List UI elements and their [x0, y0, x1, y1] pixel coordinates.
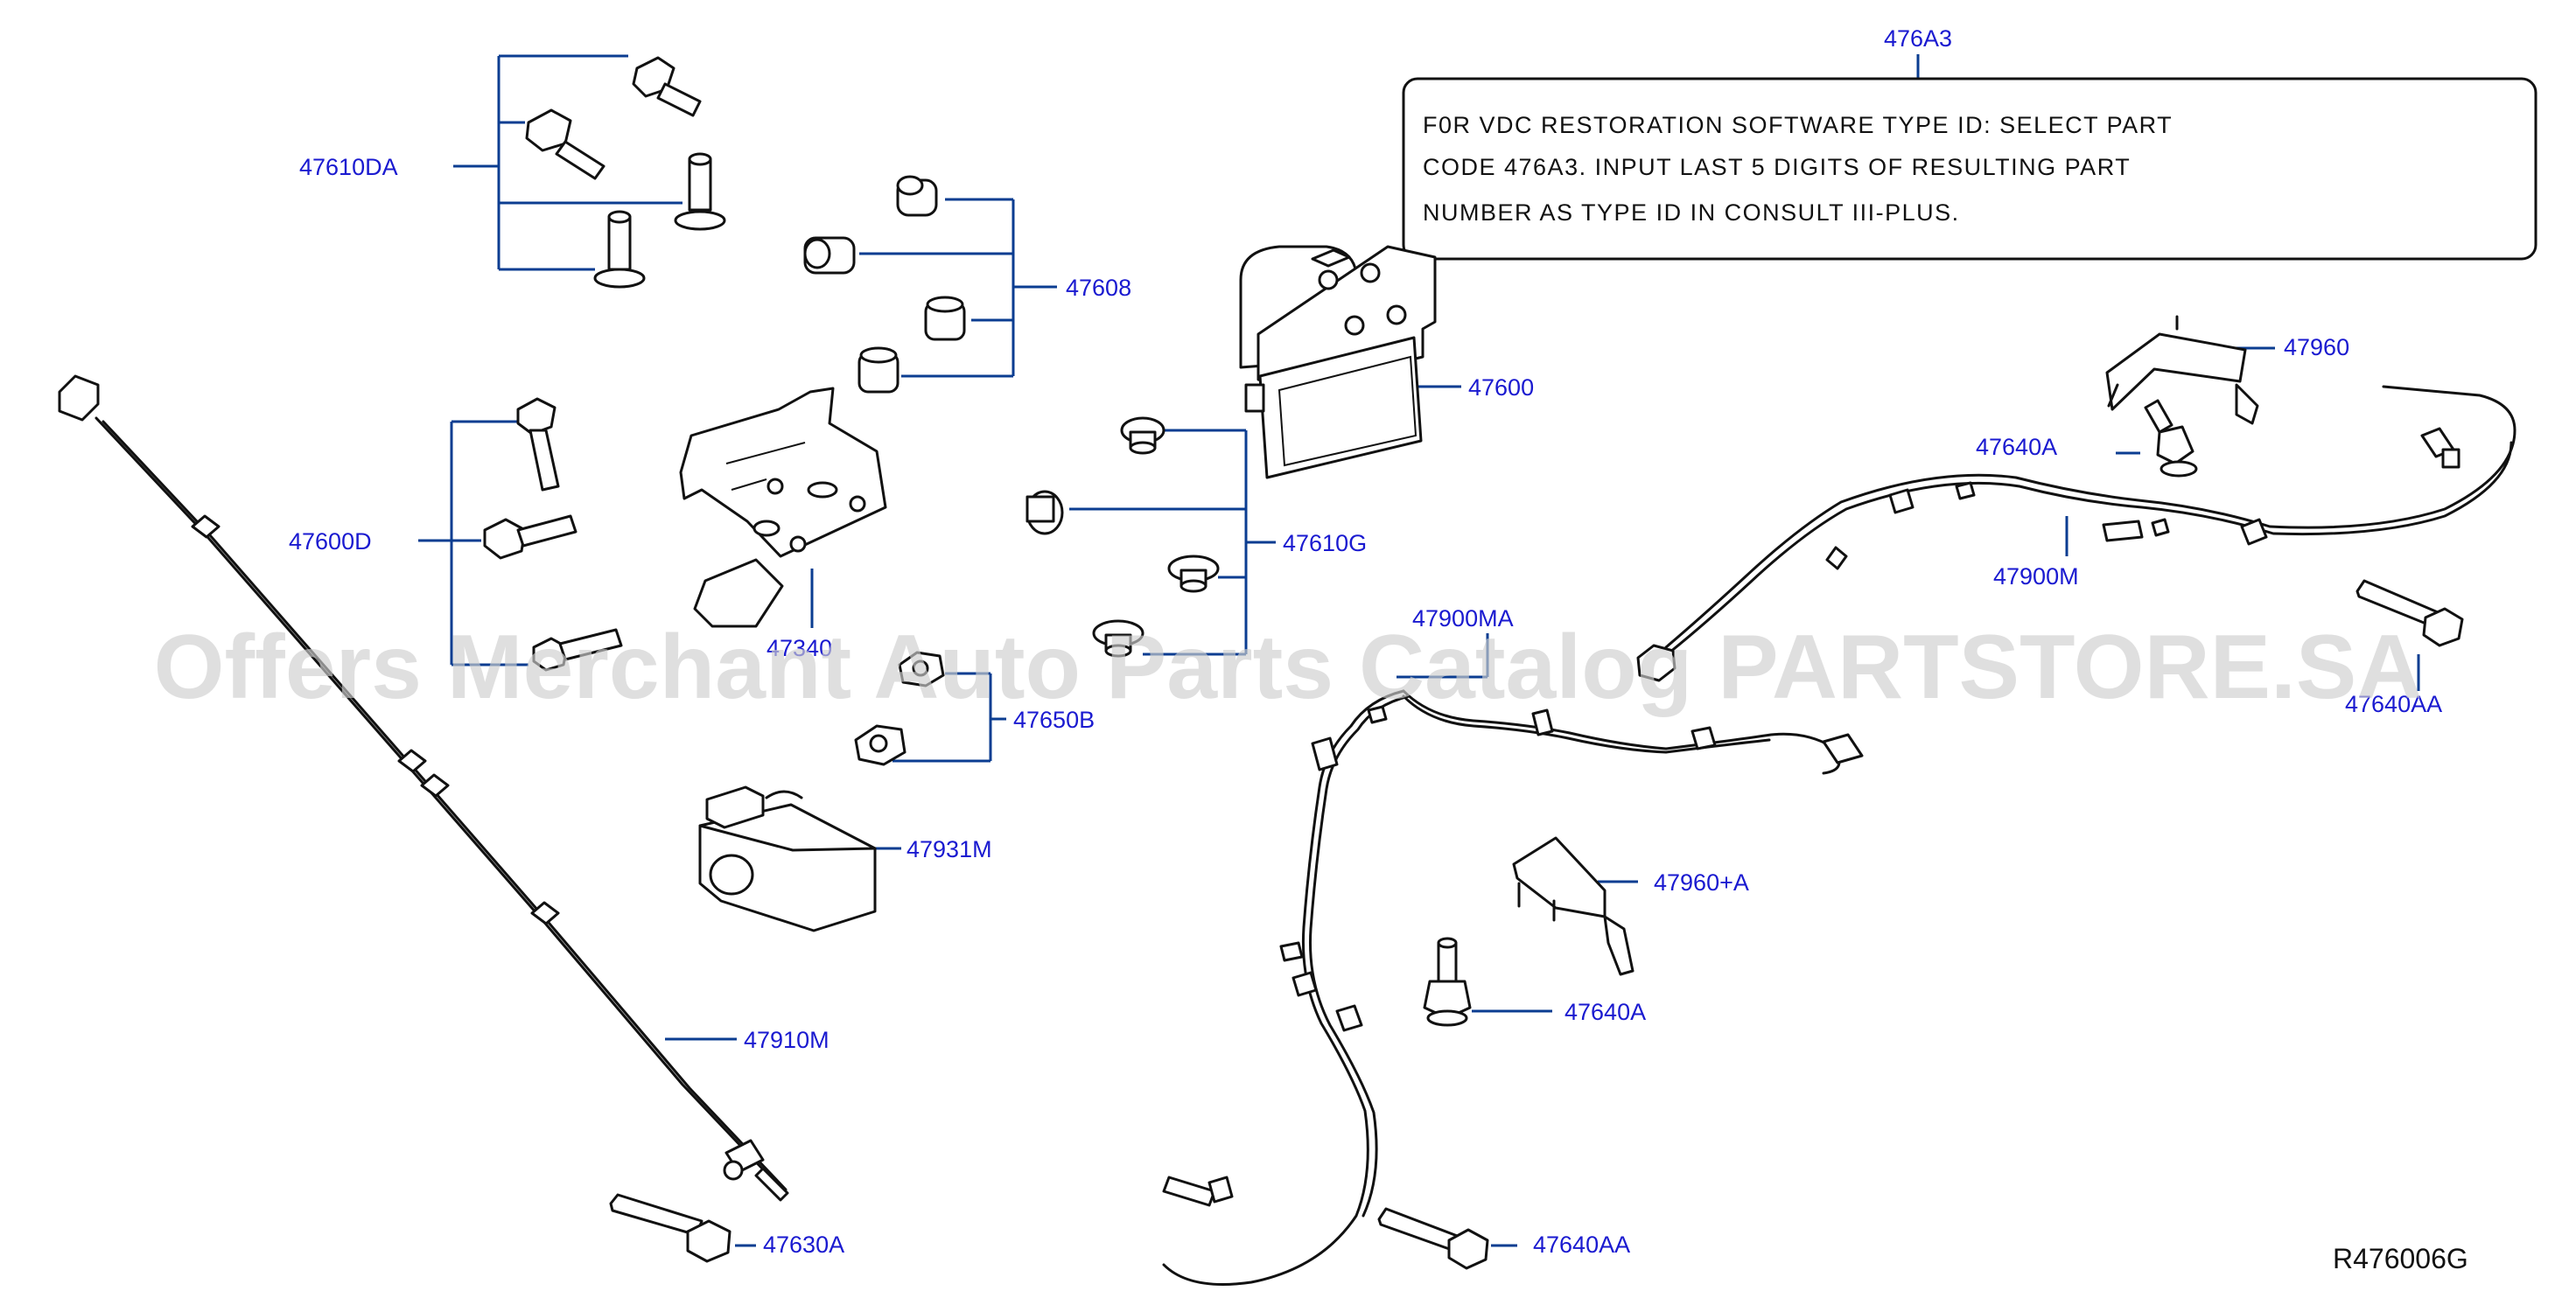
label-47600[interactable]: 47600	[1468, 374, 1534, 401]
leader-47650B	[892, 672, 1006, 763]
label-47640AA-bottom[interactable]: 47640AA	[1533, 1232, 1630, 1258]
bolt-icon	[1377, 1207, 1489, 1270]
label-47640A-mid[interactable]: 47640A	[1564, 999, 1646, 1025]
group-47960: 47960	[2105, 315, 2349, 425]
label-47610G[interactable]: 47610G	[1283, 530, 1367, 556]
wheel-sensor-cable-icon	[1636, 385, 2516, 682]
group-47640A-mid: 47640A	[1423, 937, 1646, 1027]
bushing-icon	[924, 296, 966, 341]
bolt-icon	[2144, 399, 2198, 478]
group-47610G: 47610G	[1026, 416, 1367, 658]
bracket-icon	[1512, 836, 1634, 976]
leader-47610DA	[453, 54, 682, 271]
bolt-icon	[1423, 937, 1472, 1027]
bolt-icon	[632, 56, 702, 117]
group-47610DA: 47610DA	[299, 54, 726, 289]
label-47910M[interactable]: 47910M	[744, 1027, 830, 1053]
group-47900MA: 47900MA	[1162, 605, 1864, 1286]
group-47340: 47340	[679, 387, 887, 661]
group-47910M: 47910M	[58, 374, 830, 1202]
grommet-icon	[1120, 416, 1166, 455]
yaw-rate-sensor-icon	[698, 785, 877, 932]
label-47960[interactable]: 47960	[2284, 334, 2349, 360]
note-line-3: NUMBER AS TYPE ID IN CONSULT III-PLUS.	[1423, 199, 1960, 226]
note-box	[1402, 77, 2538, 261]
label-47630A[interactable]: 47630A	[763, 1232, 844, 1258]
label-47610DA[interactable]: 47610DA	[299, 154, 398, 180]
note-line-1: F0R VDC RESTORATION SOFTWARE TYPE ID: SE…	[1423, 112, 2173, 138]
wheel-sensor-cable-icon	[58, 374, 789, 1202]
bolt-icon	[532, 628, 623, 672]
pin-icon	[674, 152, 726, 231]
label-47608[interactable]: 47608	[1066, 275, 1131, 301]
bolt-icon	[516, 397, 560, 492]
group-47960A: 47960+A	[1512, 836, 1749, 976]
label-47900M[interactable]: 47900M	[1993, 563, 2079, 590]
bolt-icon	[483, 514, 578, 560]
label-47650B[interactable]: 47650B	[1013, 707, 1095, 733]
label-47340[interactable]: 47340	[766, 635, 832, 661]
leader-47608	[859, 198, 1057, 378]
watermark: Offers Merchant Auto Parts Catalog PARTS…	[154, 617, 2423, 718]
mounting-bracket-icon	[679, 387, 887, 628]
label-47600D[interactable]: 47600D	[289, 528, 372, 555]
group-47600D: 47600D	[289, 397, 623, 672]
nut-icon	[898, 651, 945, 687]
group-47600: 47600	[1239, 245, 1534, 479]
leader-47600D	[418, 420, 528, 666]
pin-icon	[593, 210, 646, 289]
bushing-icon	[803, 236, 856, 275]
diagram-code: R476006G	[2333, 1243, 2468, 1274]
group-47608: 47608	[803, 175, 1131, 394]
bolt-icon	[525, 108, 606, 180]
group-47900M: 47900M	[1636, 385, 2516, 682]
abs-actuator-icon	[1239, 245, 1437, 479]
label-47640AA-right[interactable]: 47640AA	[2345, 691, 2442, 717]
note-line-2: CODE 476A3. INPUT LAST 5 DIGITS OF RESUL…	[1423, 154, 2131, 180]
note-476A3: 476A3 F0R VDC RESTORATION SOFTWARE TYPE …	[1402, 25, 2538, 261]
leader-47610G	[1069, 429, 1276, 656]
group-47640A-top: 47640A	[1976, 399, 2198, 478]
wheel-sensor-cable-icon	[1162, 689, 1864, 1286]
note-ref-label[interactable]: 476A3	[1884, 25, 1952, 52]
group-47931M: 47931M	[698, 785, 992, 932]
group-47650B: 47650B	[854, 651, 1095, 766]
grommet-icon	[1026, 490, 1064, 535]
bushing-icon	[858, 346, 900, 394]
grommet-icon	[1092, 619, 1144, 658]
group-47630A: 47630A	[609, 1193, 844, 1263]
label-47960A[interactable]: 47960+A	[1654, 869, 1749, 896]
leader-47900MA	[1396, 633, 1489, 679]
grommet-icon	[1167, 555, 1220, 593]
nut-icon	[854, 724, 906, 766]
group-47640AA-right: 47640AA	[2345, 579, 2464, 717]
bushing-icon	[896, 175, 938, 217]
label-47900MA[interactable]: 47900MA	[1412, 605, 1514, 632]
bolt-icon	[609, 1193, 732, 1263]
group-47640AA-bottom: 47640AA	[1377, 1207, 1630, 1270]
bolt-icon	[2356, 579, 2464, 647]
bracket-icon	[2105, 315, 2259, 425]
label-47640A-top[interactable]: 47640A	[1976, 434, 2057, 460]
label-47931M[interactable]: 47931M	[906, 836, 992, 862]
